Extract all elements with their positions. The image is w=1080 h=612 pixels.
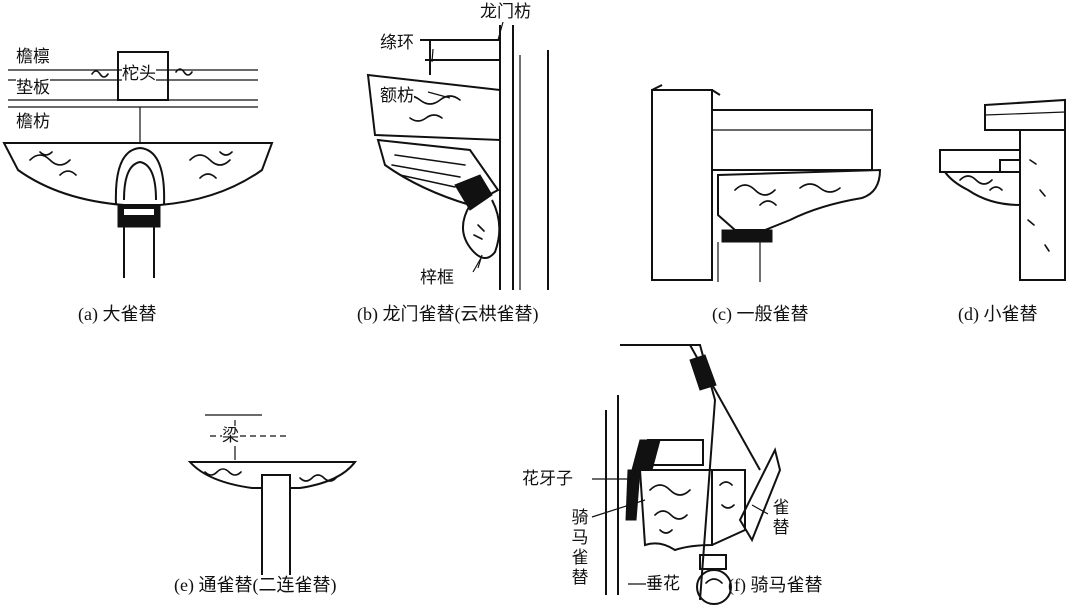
label-beam: 檐枋	[16, 112, 50, 132]
label-qima-queti: 骑马雀替	[571, 508, 589, 588]
figure-f-riding-queti	[605, 344, 782, 605]
label-huayazi: 花牙子	[522, 469, 573, 489]
caption-c: (c) 一般雀替	[712, 304, 809, 324]
label-pad-board: 垫板	[16, 78, 50, 98]
label-tuotou: 柁头	[122, 64, 156, 84]
label-liang: 梁	[222, 426, 239, 446]
label-e-fang: 额枋	[380, 86, 414, 106]
caption-f: (f) 骑马雀替	[728, 575, 823, 595]
figure-e-through-queti	[187, 414, 358, 575]
caption-a: (a) 大雀替	[78, 304, 157, 324]
caption-b: (b) 龙门雀替(云栱雀替)	[357, 304, 539, 324]
figure-a-large-queti	[2, 51, 274, 278]
caption-e: (e) 通雀替(二连雀替)	[174, 575, 337, 595]
leader-lines	[427, 21, 769, 585]
label-zikuang: 梓框	[420, 268, 454, 288]
figure-b-longmen-queti	[366, 25, 549, 290]
label-purlin: 檐檩	[16, 47, 50, 67]
label-longmen-fang: 龙门枋	[480, 2, 531, 22]
label-chuihua: 垂花	[646, 574, 680, 593]
figure-c-ordinary-queti	[651, 84, 882, 282]
figure-d-small-queti	[939, 98, 1066, 281]
label-yuanhuan: 绦环	[380, 33, 414, 53]
caption-d: (d) 小雀替	[958, 304, 1038, 324]
label-queti: 雀替	[772, 498, 790, 538]
